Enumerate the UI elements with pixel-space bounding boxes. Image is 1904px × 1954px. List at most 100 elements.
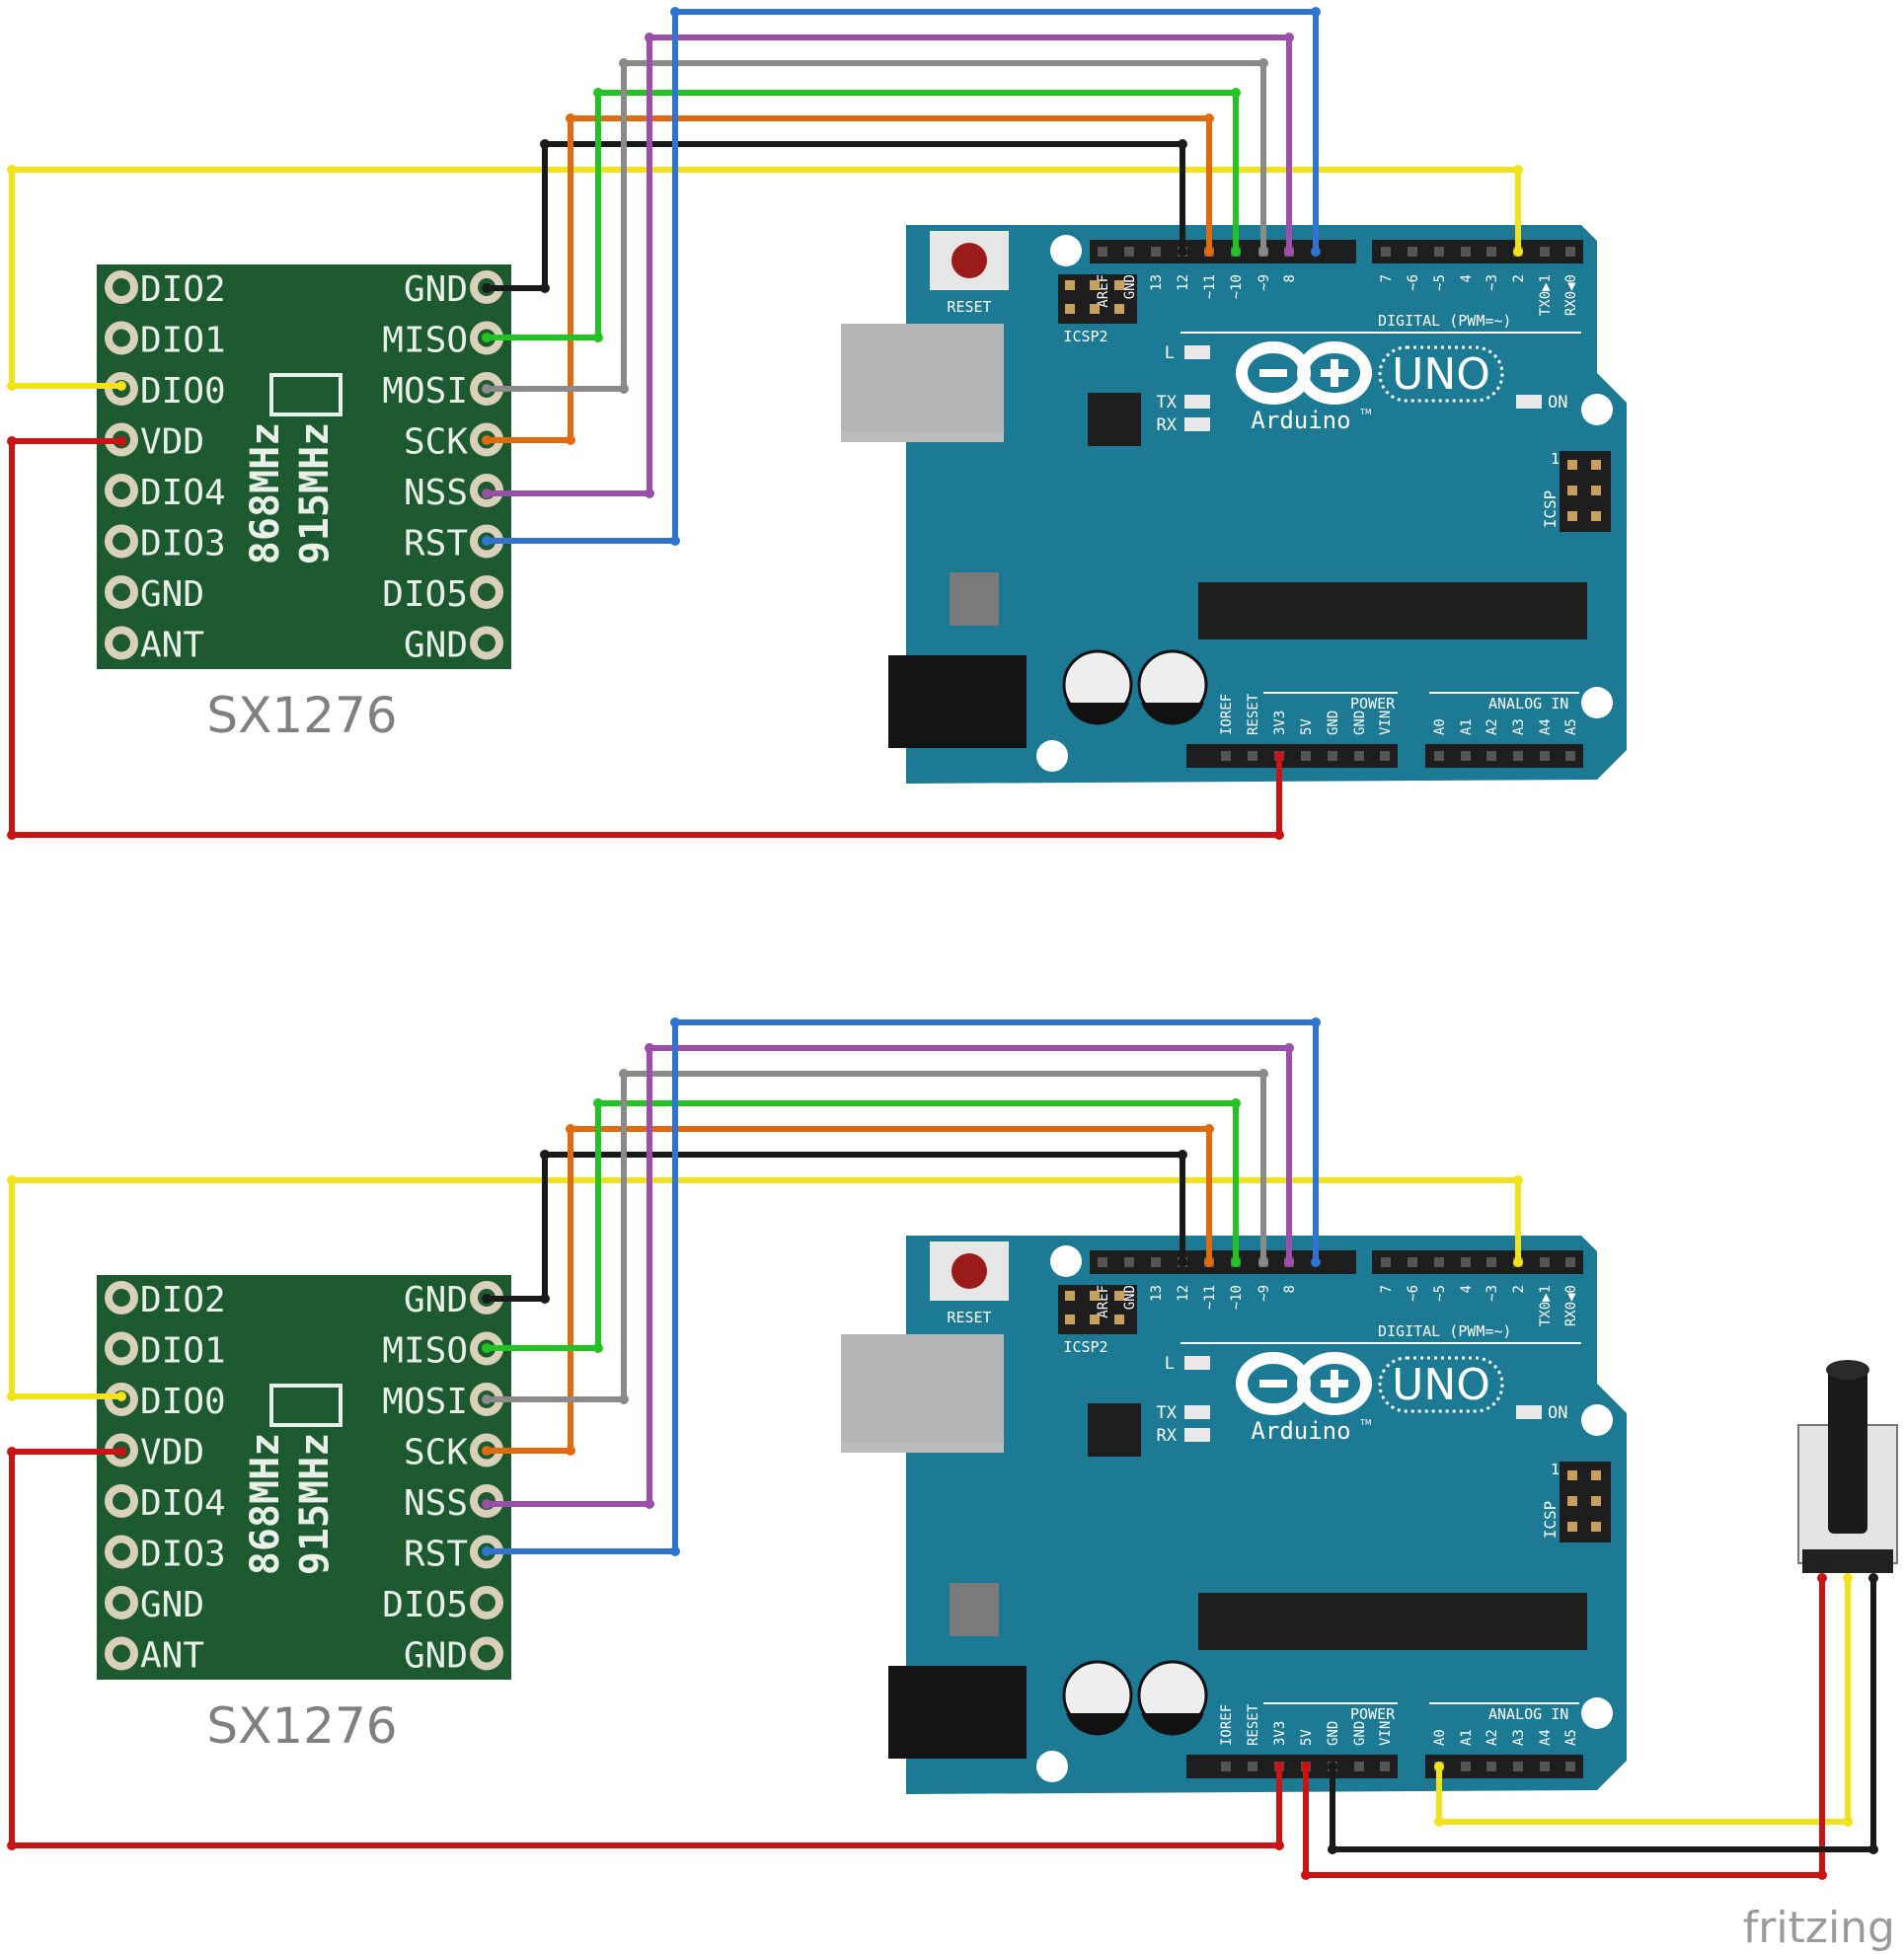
header-pin — [1540, 1762, 1550, 1771]
wire-joint — [1301, 1870, 1311, 1880]
analog-pin-label: A0 — [1432, 1729, 1448, 1746]
header-pin — [1461, 751, 1471, 761]
module-pad — [105, 474, 138, 507]
module-pin-label-right: MOSI — [382, 1382, 468, 1422]
pot-shaft — [1828, 1368, 1867, 1534]
module-pad — [105, 321, 138, 355]
header-pin — [1591, 1522, 1601, 1532]
header-pin — [1461, 1762, 1471, 1771]
analog-pin-label: A0 — [1432, 718, 1448, 735]
led-tx — [1184, 1405, 1210, 1419]
voltage-regulator — [950, 572, 999, 626]
arduino-logo: UNO Arduino TM — [1236, 341, 1504, 434]
reset-button[interactable] — [952, 1253, 987, 1289]
digital-pin-label: ~10 — [1229, 274, 1245, 299]
header-pin — [1565, 1762, 1575, 1771]
arduino-uno-board: RESET ICSP2 L TX RX ON — [841, 225, 1627, 784]
module-pin-label-left: DIO1 — [140, 321, 226, 361]
analog-pin-label: A5 — [1563, 718, 1579, 735]
power-pin-label: IOREF — [1219, 694, 1235, 735]
digital-pin-label: TX0▶1 — [1538, 1285, 1554, 1326]
wire-joint — [1868, 1573, 1878, 1583]
digital-pin-label: 13 — [1149, 1285, 1165, 1302]
board-outline — [906, 1236, 1627, 1794]
led-tx-label: TX — [1157, 1403, 1178, 1423]
digital-pin-label: ~5 — [1432, 1285, 1448, 1302]
module-pin-label-left: DIO4 — [140, 1483, 226, 1524]
module-pin-label-right: MOSI — [382, 371, 468, 412]
wire-joint — [482, 283, 492, 293]
header-pin — [1565, 247, 1575, 257]
digital-pin-label: ~5 — [1432, 274, 1448, 291]
wire-joint — [1258, 247, 1268, 257]
wire-joint — [7, 1447, 17, 1457]
header-pin — [1565, 751, 1575, 761]
wire-joint — [1258, 58, 1268, 68]
wire-joint — [1328, 1844, 1337, 1854]
wire-joint — [7, 1841, 17, 1850]
wire-joint — [645, 1499, 654, 1509]
capacitor — [1137, 1660, 1208, 1736]
wire-joint — [1274, 830, 1284, 840]
digital-label: DIGITAL (PWM=~) — [1378, 312, 1511, 330]
digital-pin-label: 2 — [1511, 1285, 1527, 1293]
reset-button[interactable] — [952, 243, 987, 278]
wire-joint — [566, 1446, 575, 1456]
digital-header-low — [1372, 1250, 1583, 1274]
wires — [7, 1017, 1878, 1880]
led-on-label: ON — [1548, 393, 1567, 413]
header-pin — [1408, 1257, 1417, 1267]
led-l — [1184, 345, 1210, 359]
wire-joint — [1843, 1817, 1853, 1827]
wire-joint — [1328, 1762, 1337, 1771]
header-pin — [1434, 751, 1444, 761]
icsp2-label: ICSP2 — [1063, 1338, 1107, 1356]
wire-joint — [1513, 165, 1523, 175]
led-on — [1516, 395, 1542, 409]
wire-joint — [670, 1546, 680, 1556]
header-pin — [1354, 1762, 1364, 1771]
wire-joint — [1311, 247, 1321, 257]
digital-pin-label: 8 — [1282, 274, 1298, 282]
wire-joint — [1311, 7, 1321, 17]
digital-pin-label: 2 — [1511, 274, 1527, 282]
wire-joint — [1178, 139, 1187, 149]
circuit-top: 868MHz 915MHz DIO2DIO1DIO0VDDDIO4DIO3GND… — [7, 7, 1627, 840]
wire-joint — [670, 536, 680, 546]
module-label: SX1276 — [206, 1697, 397, 1755]
header-pin — [1328, 751, 1337, 761]
power-header — [1186, 1755, 1398, 1778]
digital-pin-label: ~3 — [1485, 1285, 1500, 1302]
header-pin — [1591, 1470, 1601, 1480]
header-pin — [1567, 1470, 1577, 1480]
analog-label: ANALOG IN — [1488, 695, 1568, 713]
icsp2-label: ICSP2 — [1063, 328, 1107, 345]
power-pin-label: RESET — [1246, 1703, 1261, 1746]
wire-joint — [1284, 247, 1294, 257]
sx1276-module: 868MHz 915MHz DIO2DIO1DIO0VDDDIO4DIO3GND… — [97, 1275, 511, 1755]
wire-joint — [1178, 1257, 1187, 1267]
header-pin — [1114, 304, 1124, 314]
led-on-label: ON — [1548, 1403, 1567, 1423]
module-pin-label-right: MISO — [382, 321, 468, 361]
header-pin — [1408, 247, 1417, 257]
header-pin — [1591, 486, 1601, 495]
voltage-regulator — [950, 1583, 999, 1636]
wire-joint — [540, 1150, 550, 1160]
header-pin — [1065, 1291, 1075, 1301]
header-pin — [1098, 1257, 1107, 1267]
header-pin — [1090, 1315, 1100, 1324]
wire-joint — [482, 536, 492, 546]
header-pin — [1567, 460, 1577, 470]
wire-joint — [1284, 1043, 1294, 1053]
module-freq-a: 868MHz — [243, 422, 288, 565]
pot-knob-top[interactable] — [1826, 1360, 1869, 1380]
module-freq-a: 868MHz — [243, 1433, 288, 1576]
analog-pin-label: A1 — [1459, 1729, 1475, 1746]
mount-hole — [1050, 235, 1082, 266]
module-pad — [470, 1586, 503, 1619]
mount-hole — [1581, 1697, 1613, 1729]
wire-joint — [482, 1394, 492, 1404]
header-pin — [1486, 247, 1496, 257]
